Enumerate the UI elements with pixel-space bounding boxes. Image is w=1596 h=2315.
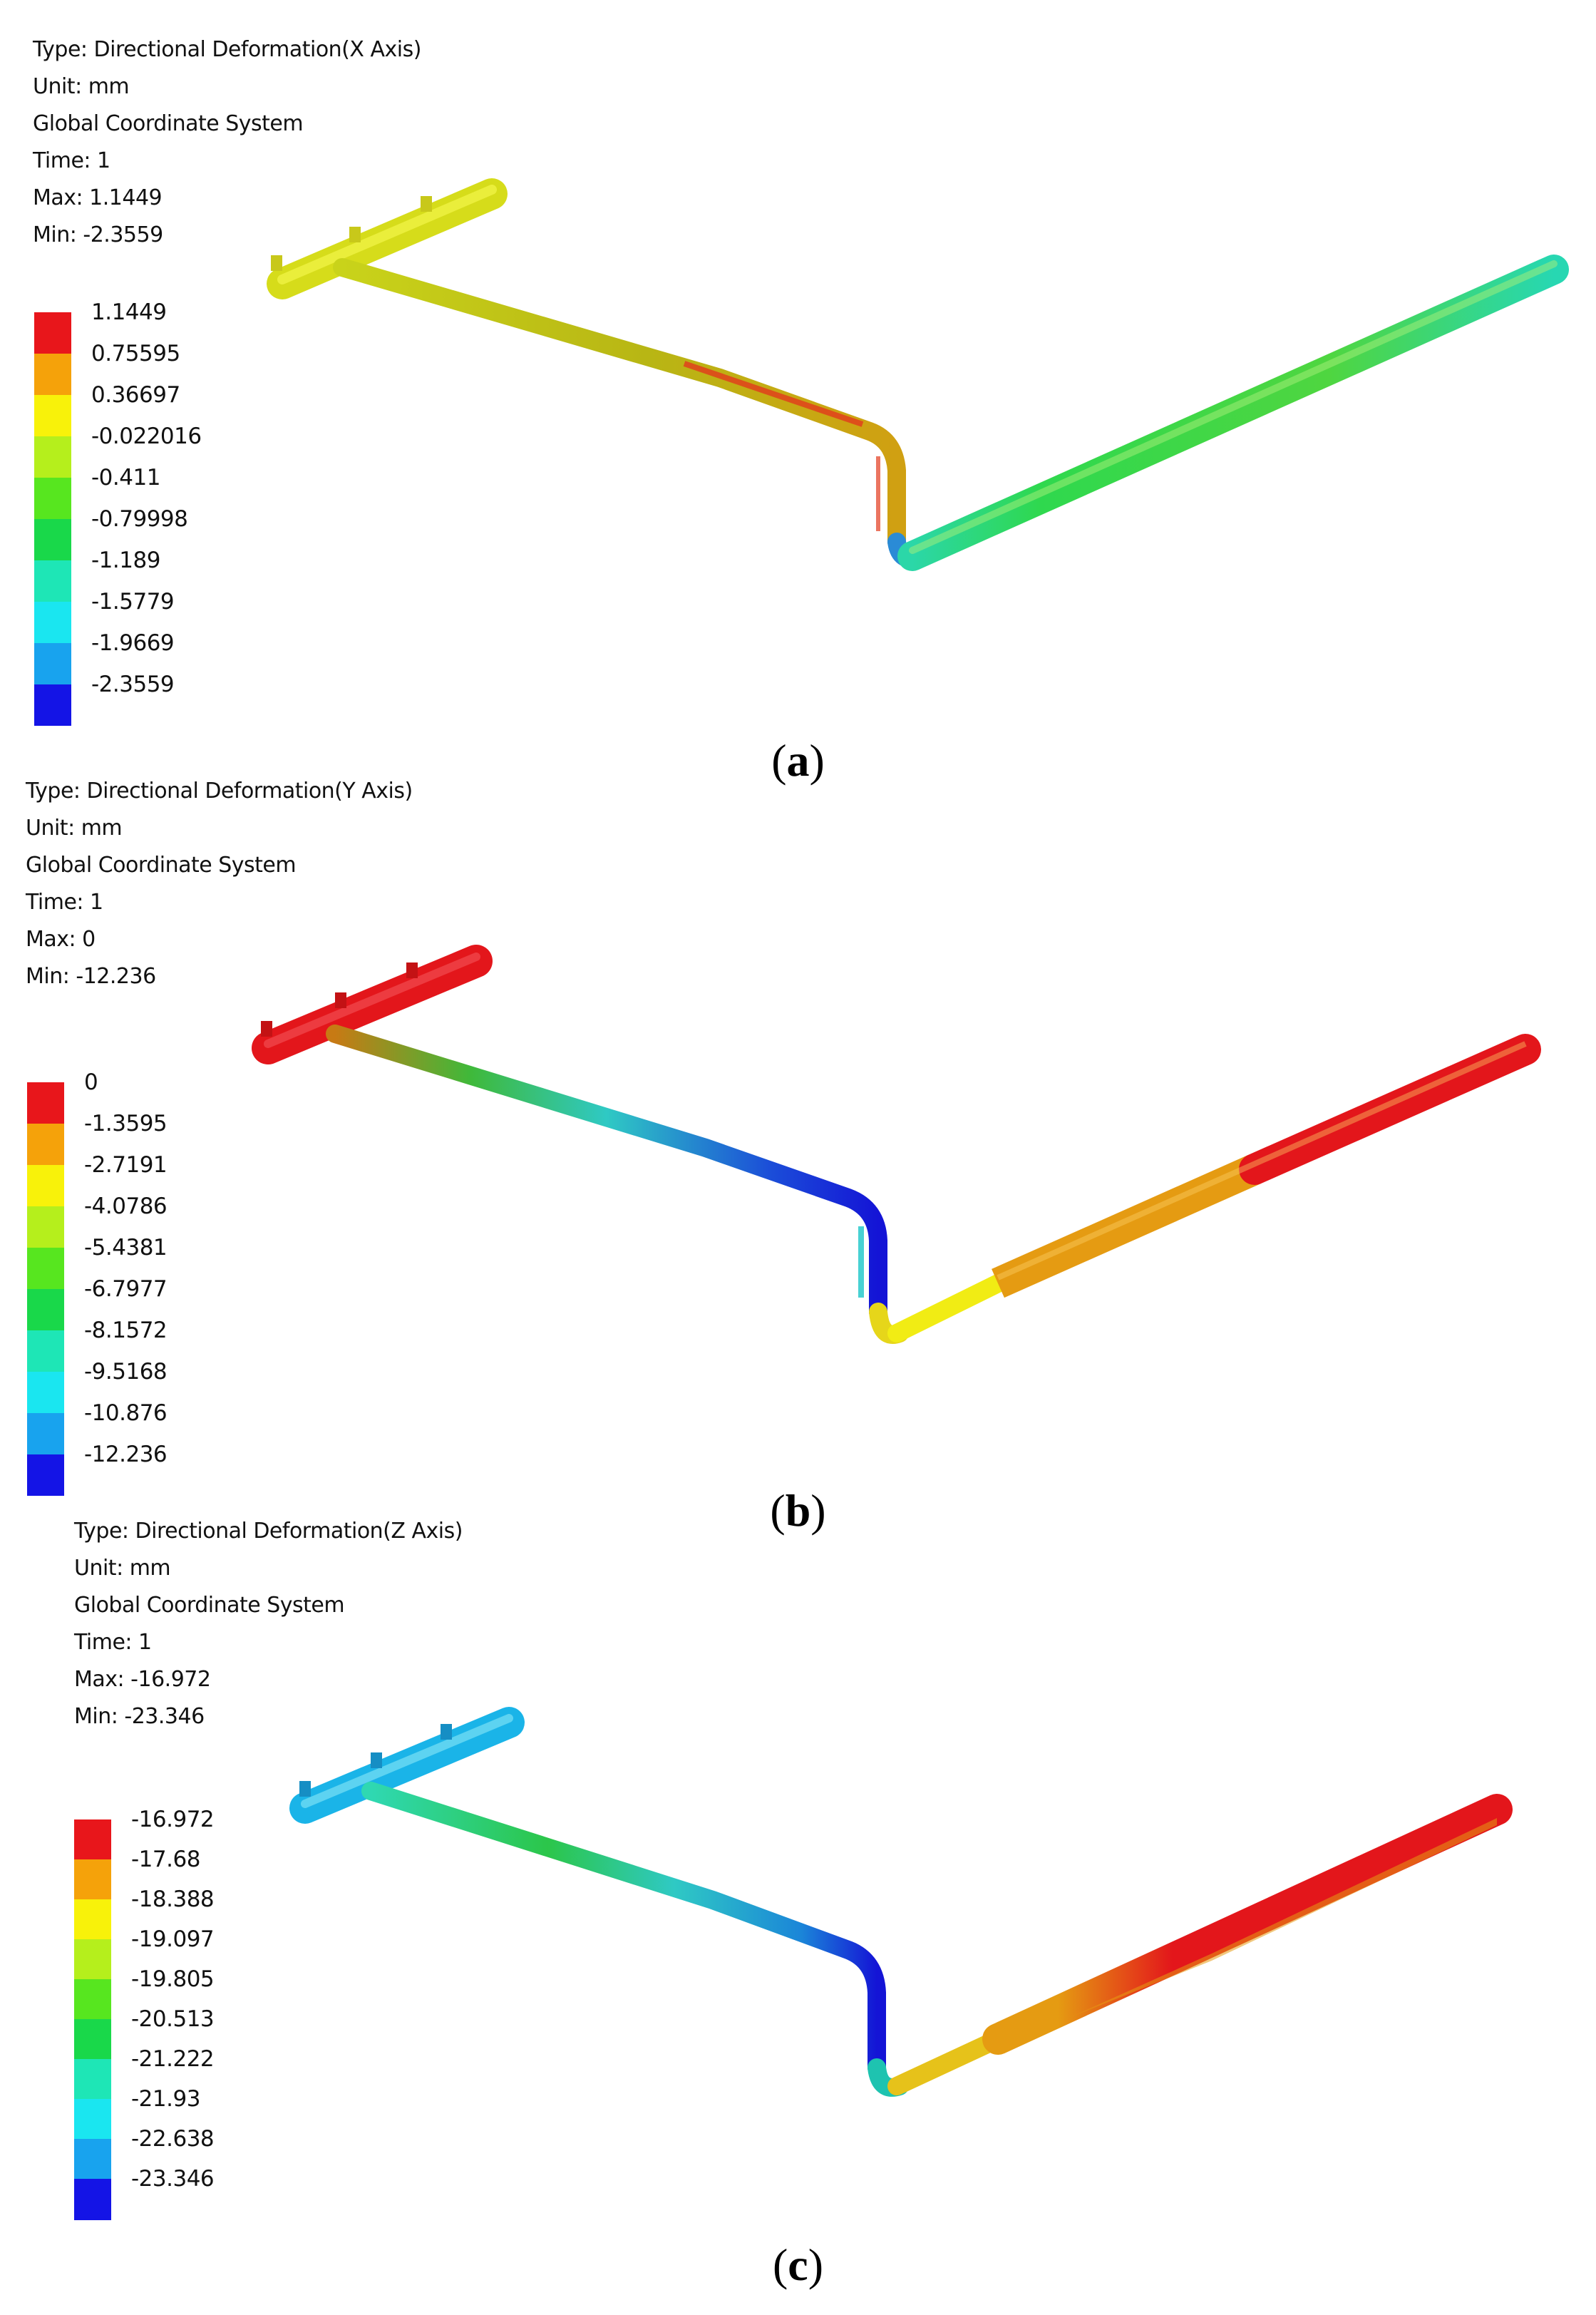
legend-label: -2.3559 [91, 672, 175, 697]
legend-label: -16.972 [131, 1807, 215, 1832]
legend-label: -21.222 [131, 2046, 215, 2072]
pipe-model-x-deformation [267, 178, 1569, 571]
legend-swatch [34, 643, 71, 684]
panel-caption: (a) [771, 735, 825, 786]
pipe-model-y-deformation [252, 945, 1541, 1344]
legend-label: -1.3595 [84, 1111, 168, 1136]
legend-swatch [27, 1248, 64, 1289]
result-max: Max: -16.972 [74, 1667, 211, 1692]
long-pipe-orange [992, 1154, 1261, 1298]
long-pipe-red [1239, 1034, 1541, 1185]
legend-swatch [27, 1454, 64, 1496]
panel-caption: (c) [772, 2239, 824, 2290]
legend-swatch [74, 2179, 111, 2220]
legend-swatch [34, 560, 71, 602]
legend-label: -22.638 [131, 2126, 215, 2152]
result-max: Max: 1.1449 [33, 185, 163, 210]
legend-label: -0.022016 [91, 424, 202, 449]
legend-swatch [27, 1413, 64, 1454]
legend-label: 0.75595 [91, 341, 180, 366]
legend-label: -23.346 [131, 2166, 215, 2192]
legend-swatch [27, 1206, 64, 1248]
result-min: Min: -2.3559 [33, 222, 163, 247]
legend-swatch [34, 312, 71, 354]
legend-label: -17.68 [131, 1847, 200, 1872]
legend-swatch [74, 2019, 111, 2060]
legend-swatch [34, 519, 71, 560]
result-type: Type: Directional Deformation(Z Axis) [74, 1519, 463, 1544]
legend-swatch [27, 1165, 64, 1206]
result-coordinate-system: Global Coordinate System [33, 111, 304, 136]
result-min: Min: -23.346 [74, 1704, 205, 1729]
legend-label: -19.805 [131, 1966, 215, 1992]
branch-pipe [326, 1025, 887, 1321]
legend-label: -2.7191 [84, 1152, 168, 1178]
legend-swatch [34, 354, 71, 395]
result-time: Time: 1 [33, 148, 110, 173]
legend-swatch [74, 1899, 111, 1941]
result-type: Type: Directional Deformation(Y Axis) [26, 779, 413, 804]
legend-label: 0 [84, 1069, 98, 1095]
panel-caption: (b) [770, 1485, 826, 1536]
legend-label: -9.5168 [84, 1359, 168, 1385]
result-time: Time: 1 [26, 890, 103, 915]
legend-swatch [34, 395, 71, 436]
legend-swatch [74, 2059, 111, 2100]
legend-label: -1.189 [91, 548, 160, 573]
result-unit: Unit: mm [33, 74, 130, 99]
panel-c: Type: Directional Deformation(Z Axis) Un… [0, 1519, 1596, 2290]
legend-label: -4.0786 [84, 1194, 168, 1219]
result-info: Type: Directional Deformation(Y Axis) Un… [26, 773, 413, 995]
panel-b: Type: Directional Deformation(Y Axis) Un… [0, 770, 1596, 1536]
result-coordinate-system: Global Coordinate System [74, 1593, 345, 1618]
result-max: Max: 0 [26, 927, 96, 952]
long-pipe [897, 255, 1569, 571]
legend-label: -5.4381 [84, 1235, 168, 1261]
legend-swatch [27, 1330, 64, 1372]
legend-swatch [27, 1124, 64, 1165]
legend-label: -0.411 [91, 465, 160, 491]
legend-label: -0.79998 [91, 506, 188, 532]
legend-label: -1.5779 [91, 589, 175, 615]
legend-label: -18.388 [131, 1887, 215, 1912]
legend-label: 0.36697 [91, 382, 180, 408]
legend-label: 1.1449 [91, 299, 167, 325]
legend-swatch [27, 1289, 64, 1330]
legend-swatch [34, 478, 71, 519]
legend-label: -1.9669 [91, 630, 175, 656]
result-unit: Unit: mm [26, 816, 123, 841]
result-unit: Unit: mm [74, 1556, 171, 1581]
legend-label: -21.93 [131, 2086, 200, 2112]
result-info: Type: Directional Deformation(Z Axis) Un… [74, 1513, 463, 1735]
legend-swatch [27, 1082, 64, 1124]
long-pipe [982, 1794, 1513, 2055]
branch-pipe [361, 1782, 886, 2077]
result-type: Type: Directional Deformation(X Axis) [33, 37, 421, 62]
legend-label: -20.513 [131, 2006, 215, 2032]
legend-swatch [74, 1819, 111, 1861]
result-coordinate-system: Global Coordinate System [26, 853, 297, 878]
result-min: Min: -12.236 [26, 964, 156, 989]
branch-pipe [333, 258, 906, 551]
panel-a: Type: Directional Deformation(X Axis) Un… [0, 0, 1596, 786]
pipe-model-z-deformation [289, 1707, 1513, 2097]
legend-swatch [74, 2099, 111, 2140]
legend-label: -12.236 [84, 1442, 168, 1467]
legend-swatch [74, 1859, 111, 1901]
result-time: Time: 1 [74, 1630, 152, 1655]
legend-label: -8.1572 [84, 1318, 168, 1343]
legend-swatch [74, 1979, 111, 2021]
legend-label: -6.7977 [84, 1276, 168, 1302]
legend-swatch [27, 1372, 64, 1413]
legend-swatch [34, 684, 71, 726]
result-info: Type: Directional Deformation(X Axis) Un… [33, 31, 421, 254]
legend-swatch [74, 2139, 111, 2180]
legend-swatch [74, 1939, 111, 1981]
legend-swatch [34, 602, 71, 643]
legend-swatch [34, 436, 71, 478]
legend-label: -10.876 [84, 1400, 168, 1426]
legend-label: -19.097 [131, 1926, 215, 1952]
